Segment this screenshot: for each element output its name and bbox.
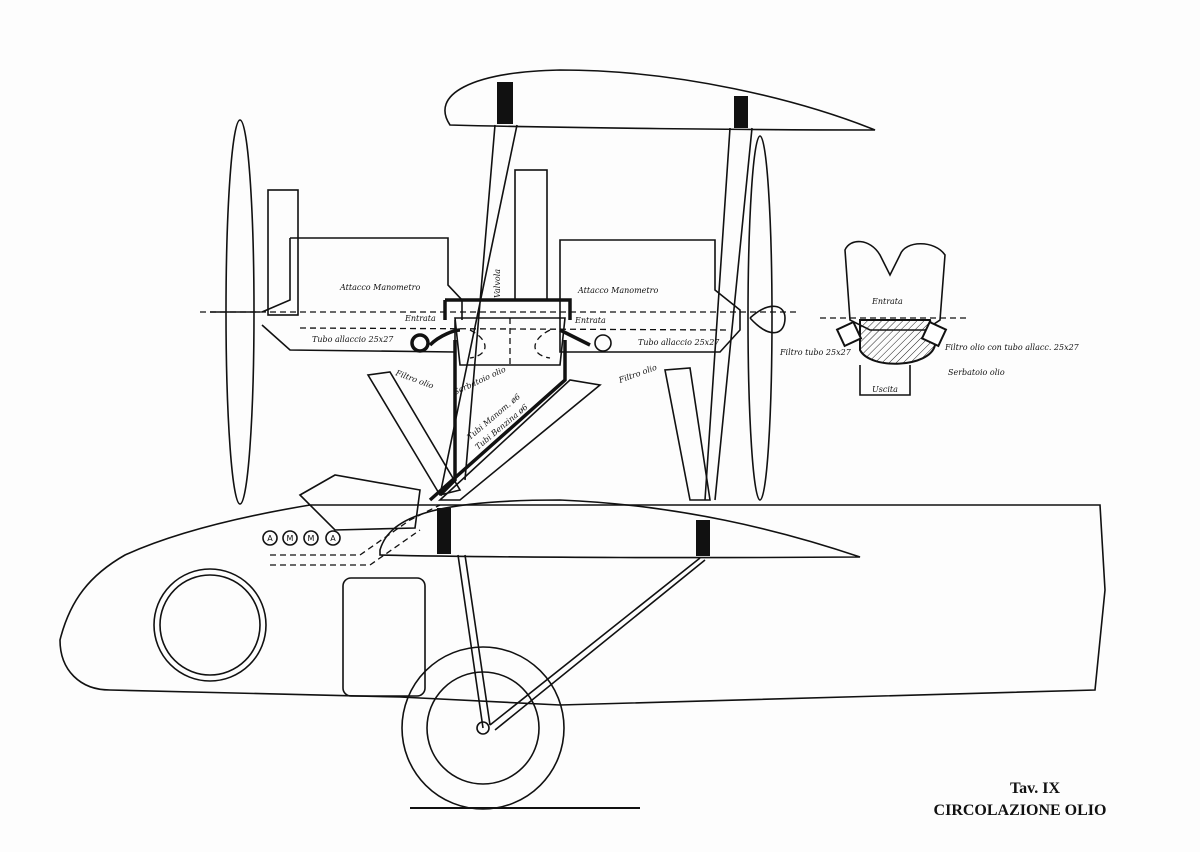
label-entrata: Entrata bbox=[574, 316, 606, 325]
instrument-gauges: A M M A bbox=[262, 530, 341, 546]
fuselage bbox=[59, 504, 1106, 706]
label-filtro-tubo: Filtro tubo 25x27 bbox=[779, 348, 852, 357]
label-tubo-allaccio: Tubo allaccio 25x27 bbox=[312, 335, 394, 344]
gauge-label: M bbox=[287, 534, 294, 543]
struts bbox=[439, 124, 753, 501]
label-serbatoio-olio: Serbatoio olio bbox=[452, 365, 507, 397]
oil-tank bbox=[454, 317, 566, 366]
gauge-label: M bbox=[308, 534, 315, 543]
drawing-title: CIRCOLAZIONE OLIO bbox=[934, 802, 1107, 819]
left-engine bbox=[261, 237, 463, 353]
label-valvola: Valvola bbox=[493, 269, 502, 298]
door bbox=[342, 577, 426, 697]
right-engine bbox=[559, 239, 741, 353]
label-entrata-end-view: Entrata bbox=[871, 297, 903, 306]
upper-wing bbox=[444, 69, 876, 131]
label-uscita: Uscita bbox=[872, 385, 898, 394]
label-filtro-olio-con-tubo: Filtro olio con tubo allacc. 25x27 bbox=[944, 343, 1080, 352]
plate-number: Tav. IX bbox=[1010, 780, 1061, 797]
right-propeller bbox=[747, 135, 773, 501]
lower-wing bbox=[379, 499, 861, 559]
label-entrata: Entrata bbox=[404, 314, 436, 323]
upper-strut-cap-left bbox=[497, 82, 513, 124]
landing-gear bbox=[457, 554, 706, 731]
porthole bbox=[153, 568, 267, 682]
engine-end-view bbox=[820, 240, 970, 396]
label-attacco-manometro: Attacco Manometro bbox=[339, 283, 420, 292]
gauge-label: A bbox=[330, 534, 336, 543]
windshield bbox=[298, 474, 421, 531]
gauge-label: A bbox=[267, 534, 273, 543]
engine-struts bbox=[366, 367, 711, 501]
label-attacco-manometro: Attacco Manometro bbox=[577, 286, 658, 295]
label-tubo-allaccio: Tubo allaccio 25x27 bbox=[638, 338, 720, 347]
label-serbatoio-olio-end-view: Serbatoio olio bbox=[948, 368, 1005, 377]
label-filtro-olio: Filtro olio bbox=[617, 363, 659, 385]
upper-strut-cap-right bbox=[734, 96, 748, 128]
